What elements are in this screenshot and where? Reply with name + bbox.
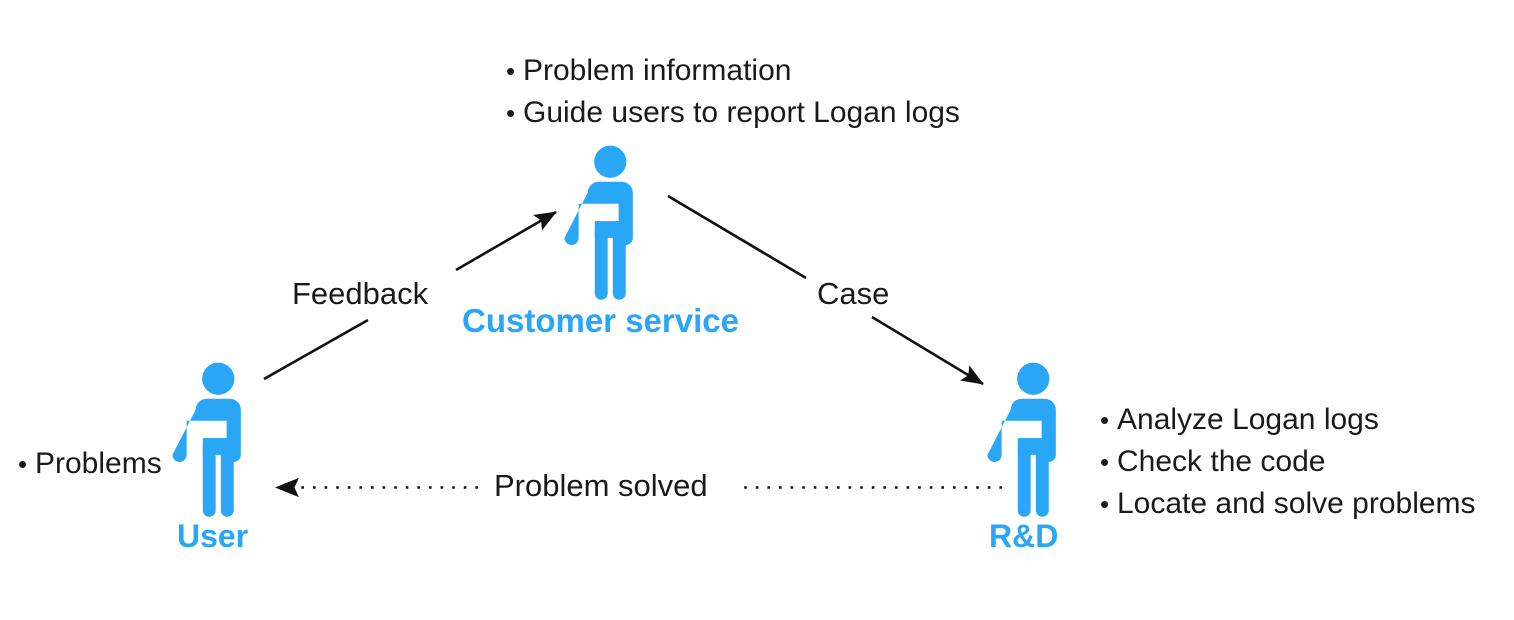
list-item: •Problem information bbox=[506, 50, 960, 92]
edge-label-feedback: Feedback bbox=[287, 276, 434, 312]
notes-customer-service: •Problem information •Guide users to rep… bbox=[506, 50, 960, 134]
list-item: •Problems bbox=[18, 443, 162, 485]
list-item-label: Analyze Logan logs bbox=[1117, 403, 1379, 436]
edge-feedback-arrow bbox=[263, 210, 557, 381]
list-item-label: Problems bbox=[35, 447, 162, 480]
edge-label-problem-solved: Problem solved bbox=[484, 468, 718, 504]
bullet-glyph: • bbox=[1100, 447, 1110, 477]
bullet-glyph: • bbox=[1100, 405, 1110, 435]
bullet-glyph: • bbox=[506, 56, 516, 86]
list-item-label: Check the code bbox=[1117, 445, 1326, 478]
node-label-rd: R&D bbox=[989, 518, 1059, 554]
list-item-label: Locate and solve problems bbox=[1117, 487, 1476, 520]
list-item: •Locate and solve problems bbox=[1100, 483, 1476, 525]
list-item-label: Problem information bbox=[523, 54, 792, 87]
list-item: •Analyze Logan logs bbox=[1100, 399, 1476, 441]
list-item: •Check the code bbox=[1100, 441, 1476, 483]
bullet-glyph: • bbox=[18, 449, 28, 479]
node-label-user: User bbox=[177, 518, 249, 554]
edge-case-arrow bbox=[667, 194, 984, 386]
bullet-glyph: • bbox=[1100, 489, 1110, 519]
bullet-glyph: • bbox=[506, 98, 516, 128]
node-label-customer-service: Customer service bbox=[462, 302, 739, 339]
list-item: •Guide users to report Logan logs bbox=[506, 92, 960, 134]
edge-label-case: Case bbox=[812, 276, 895, 312]
list-item-label: Guide users to report Logan logs bbox=[523, 96, 960, 129]
person-icon-customer-service bbox=[564, 145, 633, 300]
notes-user: •Problems bbox=[18, 443, 162, 485]
person-icon-user bbox=[172, 362, 241, 517]
person-icon-rd bbox=[987, 362, 1056, 517]
notes-rd: •Analyze Logan logs •Check the code •Loc… bbox=[1100, 399, 1476, 525]
